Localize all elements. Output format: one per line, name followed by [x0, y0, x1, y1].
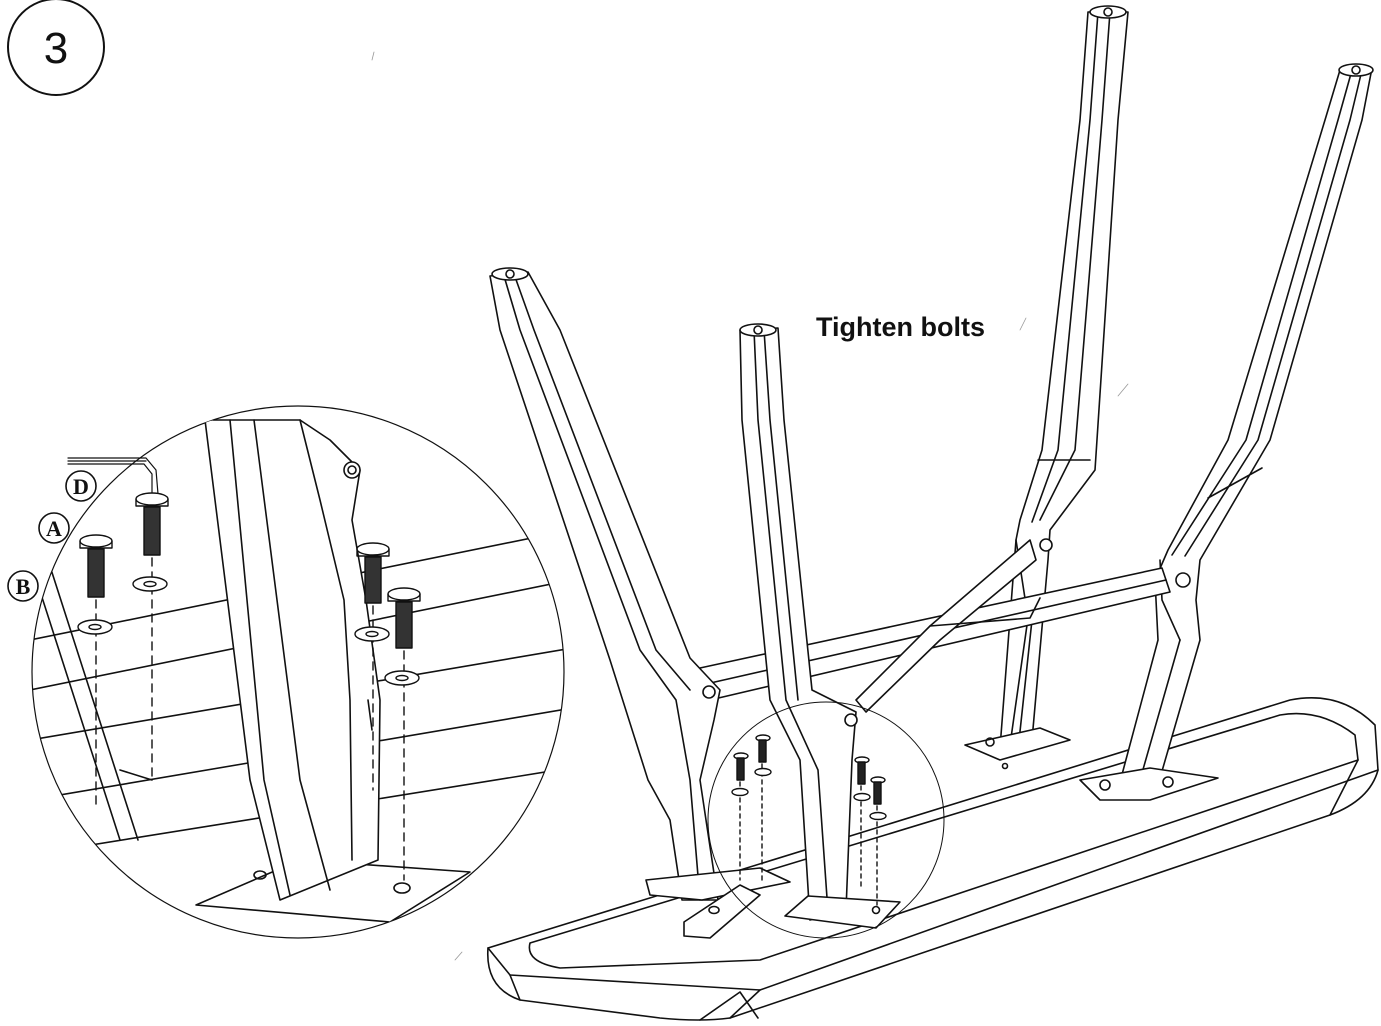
detail-callout-circle [707, 701, 945, 939]
svg-text:D: D [73, 474, 89, 499]
table-top [487, 697, 1379, 1021]
bolt-d-upper [132, 492, 169, 781]
small-bolt-b-right [869, 776, 887, 906]
small-bolt-b-left [853, 756, 871, 891]
leg-front-left [489, 267, 791, 939]
leg-back-left [964, 5, 1129, 770]
bolt-right-upper [354, 542, 390, 791]
bolt-a-left [77, 534, 113, 811]
bolt-right-lower [384, 587, 421, 881]
leg-back-right [1079, 63, 1374, 801]
small-bolt-a-right [754, 734, 772, 881]
svg-text:A: A [46, 516, 62, 541]
zoom-detail [31, 405, 565, 939]
small-bolts-group [731, 734, 887, 906]
small-bolt-a-left [731, 752, 749, 881]
instruction-text: Tighten bolts [816, 312, 985, 342]
label-d: D [65, 470, 97, 502]
part-labels: D A B [7, 470, 97, 602]
allen-key [67, 457, 159, 495]
svg-text:B: B [16, 574, 31, 599]
label-a: A [38, 512, 70, 544]
paper-specks [371, 51, 1129, 961]
large-bolts-group [77, 492, 421, 881]
label-b: B [7, 570, 39, 602]
leg-front-right [739, 323, 901, 929]
step-number: 3 [44, 24, 68, 73]
step-badge: 3 [7, 0, 105, 96]
